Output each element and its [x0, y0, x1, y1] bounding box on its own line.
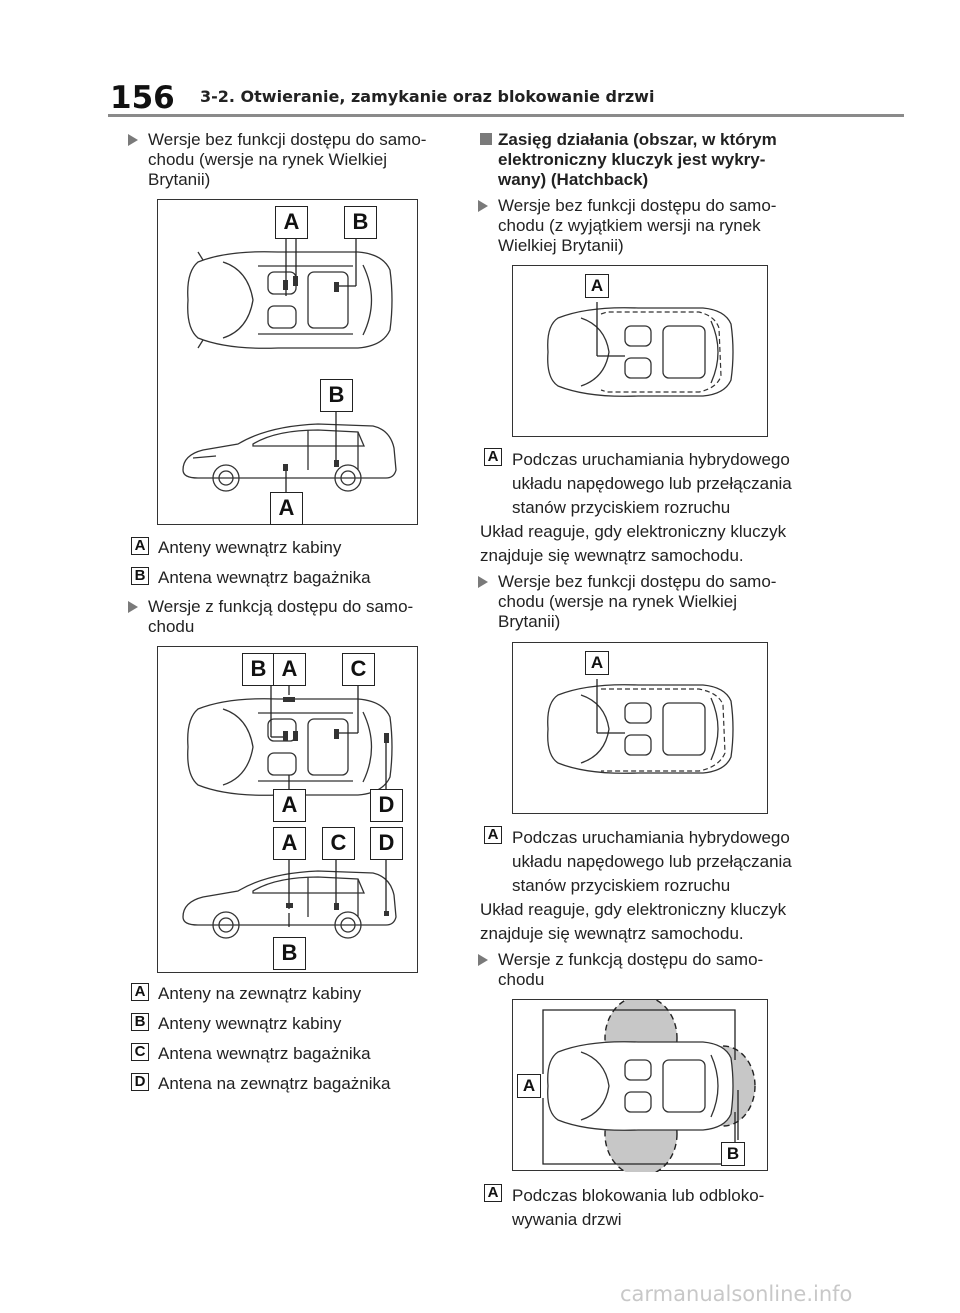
bullet-line: chodu (z wyjątkiem wersji na rynek: [498, 216, 761, 235]
arrow-bullet-icon: [128, 601, 138, 613]
car-diagram-illustration: [182, 683, 397, 939]
legend-key: A: [131, 983, 149, 1001]
legend-text: Podczas uruchamiania hybrydowego układu …: [512, 826, 792, 898]
legend-key: B: [131, 567, 149, 585]
bullet-smart-entry: Wersje z funkcją dostępu do samo- chodu: [128, 597, 458, 639]
callout-b: B: [320, 379, 353, 412]
arrow-bullet-icon: [478, 954, 488, 966]
paragraph-line: znajduje się wewnątrz samochodu.: [480, 924, 744, 943]
legend-text: Anteny wewnątrz kabiny: [158, 538, 342, 557]
bullet-line: Wersje bez funkcji dostępu do samo-: [498, 196, 777, 215]
paragraph: Układ reaguje, gdy elektroniczny kluczyk…: [480, 520, 786, 568]
arrow-bullet-icon: [478, 576, 488, 588]
header-rule: [108, 114, 904, 117]
car-top-view-illustration: [542, 1000, 756, 1172]
legend-text: Podczas uruchamiania hybrydowego układu …: [512, 448, 792, 520]
callout-a: A: [270, 492, 303, 525]
legend-text: Anteny na zewnątrz kabiny: [158, 984, 362, 1003]
figure-range-no-smart-uk: A: [512, 642, 768, 814]
legend-key: C: [131, 1043, 149, 1061]
bullet-no-smart-entry-non-uk: Wersje bez funkcji dostępu do samo- chod…: [478, 196, 818, 258]
bullet-smart-entry: Wersje z funkcją dostępu do samo- chodu: [478, 950, 818, 992]
arrow-bullet-icon: [128, 134, 138, 146]
legend-line: układu napędowego lub przełączania: [512, 474, 792, 493]
bullet-line: Wersje z funkcją dostępu do samo-: [498, 950, 764, 969]
callout-b: B: [273, 937, 306, 970]
bullet-line: chodu (wersje na rynek Wielkiej: [148, 150, 388, 169]
figure-range-no-smart-non-uk: A: [512, 265, 768, 437]
bullet-line: chodu: [498, 970, 545, 989]
page-header-title: 3-2. Otwieranie, zamykanie oraz blokowan…: [200, 87, 655, 106]
legend-key: D: [131, 1073, 149, 1091]
bullet-line: chodu: [148, 617, 195, 636]
section-line: elektroniczny kluczyk jest wykry-: [498, 150, 766, 169]
bullet-line: chodu (wersje na rynek Wielkiej: [498, 592, 738, 611]
paragraph-line: znajduje się wewnątrz samochodu.: [480, 546, 744, 565]
bullet-line: Wielkiej Brytanii): [498, 236, 624, 255]
legend-line: Podczas uruchamiania hybrydowego: [512, 828, 790, 847]
bullet-no-smart-entry-uk: Wersje bez funkcji dostępu do samo- chod…: [128, 130, 458, 192]
car-top-view-illustration: [547, 679, 734, 774]
bullet-no-smart-entry-uk: Wersje bez funkcji dostępu do samo- chod…: [478, 572, 818, 634]
callout-d: D: [370, 827, 403, 860]
paragraph: Układ reaguje, gdy elektroniczny kluczyk…: [480, 898, 786, 946]
legend-key: A: [484, 1184, 502, 1202]
bullet-line: Wersje z funkcją dostępu do samo-: [148, 597, 414, 616]
callout-d: D: [370, 789, 403, 822]
callout-c: C: [342, 653, 375, 686]
car-diagram-illustration: [182, 236, 397, 492]
callout-b: B: [344, 206, 377, 239]
legend-key: A: [484, 448, 502, 466]
legend-text: Antena wewnątrz bagażnika: [158, 568, 371, 587]
legend-key: B: [131, 1013, 149, 1031]
car-top-view-illustration: [547, 302, 734, 397]
legend-text: Antena na zewnątrz bagażnika: [158, 1074, 391, 1093]
callout-a: A: [273, 653, 306, 686]
paragraph-line: Układ reaguje, gdy elektroniczny kluczyk: [480, 900, 787, 919]
legend-line: Podczas blokowania lub odbloko-: [512, 1186, 765, 1205]
arrow-bullet-icon: [478, 200, 488, 212]
callout-a: A: [585, 651, 609, 675]
legend-text: Podczas blokowania lub odbloko- wywania …: [512, 1184, 764, 1232]
legend-line: wywania drzwi: [512, 1210, 622, 1229]
section-line: wany) (Hatchback): [498, 170, 649, 189]
figure-antenna-no-smart-uk: A B B A: [157, 199, 418, 525]
watermark: carmanualsonline.info: [620, 1282, 853, 1306]
paragraph-line: Układ reaguje, gdy elektroniczny kluczyk: [480, 522, 787, 541]
figure-antenna-smart-entry: B A C A D A C D B: [157, 646, 418, 973]
legend-line: stanów przyciskiem rozruchu: [512, 876, 731, 895]
callout-a: A: [273, 827, 306, 860]
callout-a: A: [273, 789, 306, 822]
callout-a: A: [517, 1074, 541, 1098]
legend-line: Podczas uruchamiania hybrydowego: [512, 450, 790, 469]
callout-b: B: [242, 653, 275, 686]
section-line: Zasięg działania (obszar, w którym: [498, 130, 777, 149]
legend-key: A: [131, 537, 149, 555]
page-number: 156: [110, 80, 175, 116]
callout-c: C: [322, 827, 355, 860]
legend-line: stanów przyciskiem rozruchu: [512, 498, 731, 517]
legend-line: układu napędowego lub przełączania: [512, 852, 792, 871]
legend-key: A: [484, 826, 502, 844]
callout-a: A: [585, 274, 609, 298]
figure-range-smart-entry: A B: [512, 999, 768, 1172]
callout-a: A: [275, 206, 308, 239]
legend-text: Anteny wewnątrz kabiny: [158, 1014, 342, 1033]
callout-b: B: [721, 1142, 745, 1166]
bullet-line: Wersje bez funkcji dostępu do samo-: [498, 572, 777, 591]
bullet-line: Brytanii): [148, 170, 211, 189]
bullet-line: Wersje bez funkcji dostępu do samo-: [148, 130, 427, 149]
section-heading-range: Zasięg działania (obszar, w którym elekt…: [480, 130, 810, 190]
section-square-icon: [480, 133, 492, 145]
bullet-line: Brytanii): [498, 612, 561, 631]
legend-text: Antena wewnątrz bagażnika: [158, 1044, 371, 1063]
